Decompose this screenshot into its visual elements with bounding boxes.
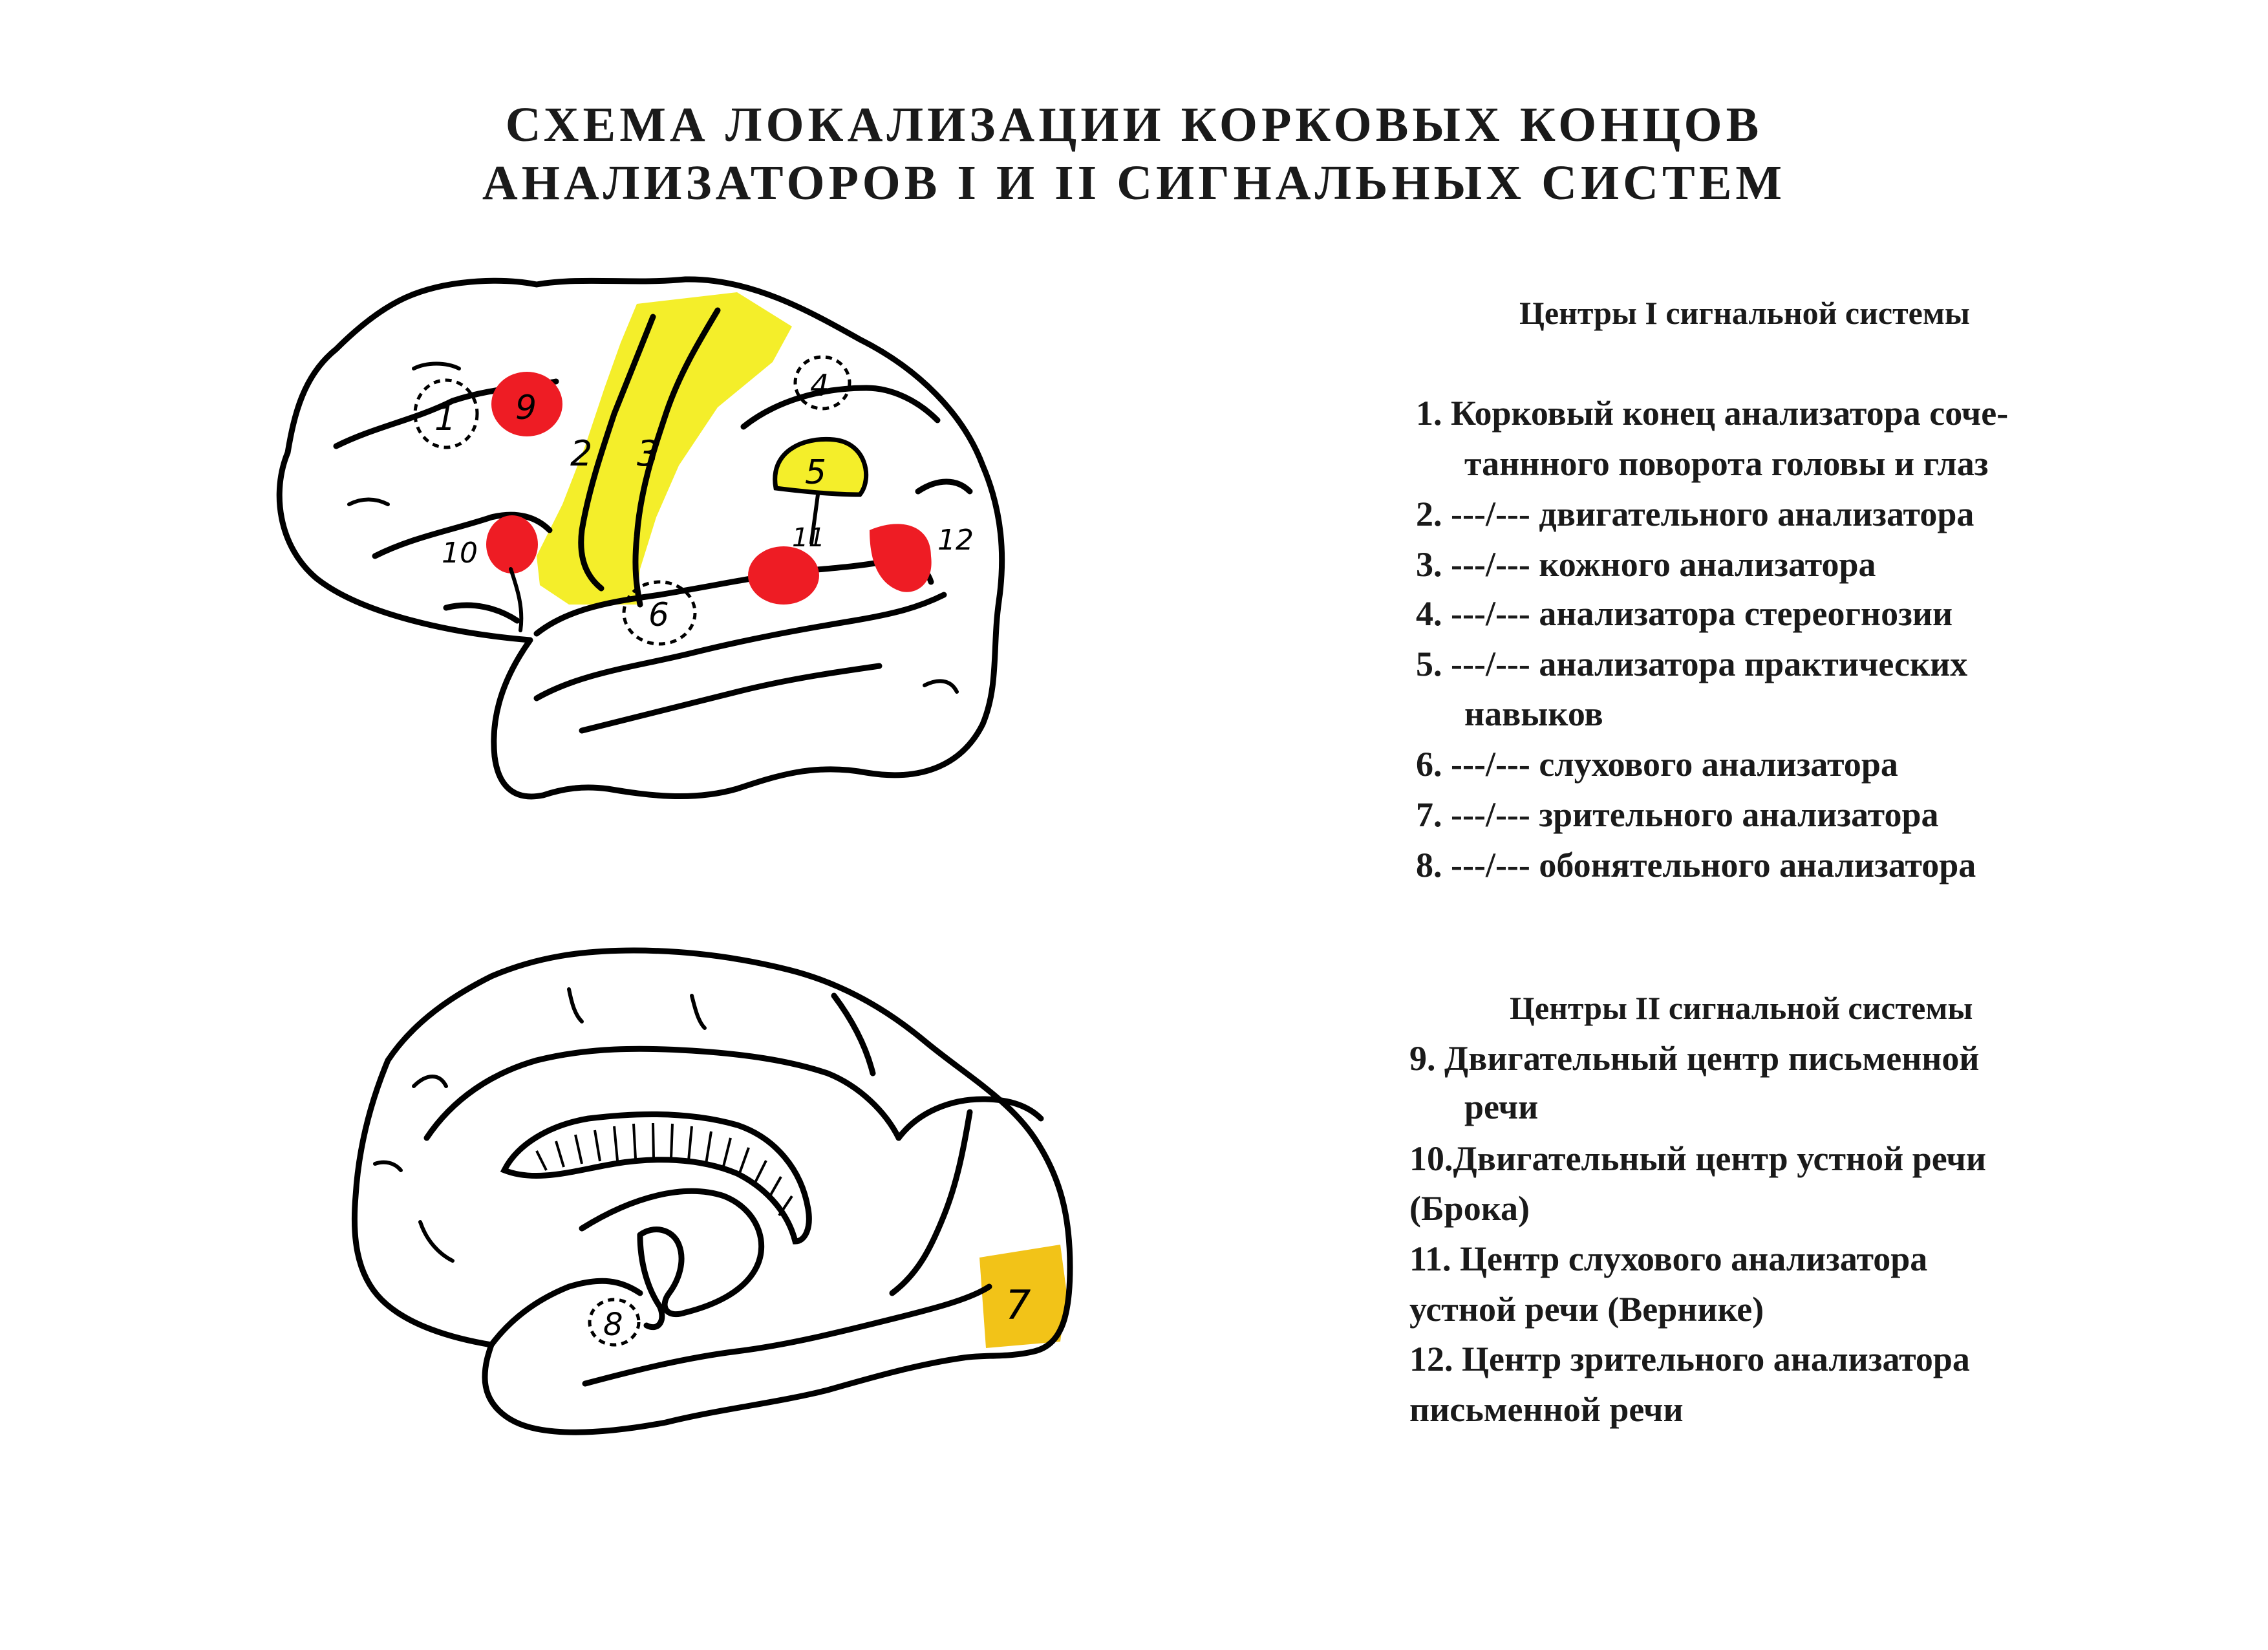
second-system-item-11-cont: устной речи (Вернике) <box>1409 1290 1764 1329</box>
zone-12 <box>870 524 932 592</box>
zone-10 <box>486 515 538 573</box>
zone-5-stem <box>809 493 820 545</box>
temporal-sulcus-1 <box>533 592 947 702</box>
label-2: 2 <box>570 433 592 474</box>
label-1: 1 <box>434 400 456 438</box>
zone-2-3-band <box>537 292 792 605</box>
medial-temporal-sulcus <box>582 1283 992 1387</box>
occipital-sulcus <box>915 478 973 495</box>
medial-frontal-sulcus <box>412 1075 448 1088</box>
zone-11 <box>748 546 819 605</box>
temporal-small-sulcus <box>923 679 959 694</box>
medial-brain: 7 8 <box>351 947 1073 1435</box>
label-11: 11 <box>792 523 825 553</box>
temporal-sulcus-2 <box>579 663 883 734</box>
label-6: 6 <box>648 596 669 634</box>
label-5: 5 <box>805 453 826 492</box>
first-system-item-4: 4. ---/--- анализатора стереогнозии <box>1416 594 1953 633</box>
label-3: 3 <box>637 433 659 474</box>
zone-9 <box>491 372 562 436</box>
second-system-item-12: 12. Центр зрительного анализатора <box>1409 1340 1970 1378</box>
medial-sulcus-small <box>418 1220 455 1263</box>
label-10: 10 <box>442 537 478 570</box>
cingulate-sulcus <box>423 1045 902 1141</box>
second-system-item-12-cont: письменной речи <box>1409 1390 1684 1429</box>
first-system-item-8: 8. ---/--- обонятельного анализатора <box>1416 846 1976 884</box>
zone-4 <box>793 355 851 411</box>
second-system-item-9-cont: речи <box>1464 1088 1539 1126</box>
thalamus <box>637 1232 665 1331</box>
label-9: 9 <box>515 389 537 427</box>
first-system-item-5: 5. ---/--- анализатора практических <box>1416 645 1968 683</box>
zone-5 <box>773 436 869 497</box>
medial-paracentral <box>567 987 584 1023</box>
zone-1 <box>413 378 479 449</box>
medial-brain-outline <box>351 947 1073 1435</box>
corpus-callosum-hatching <box>535 1122 793 1217</box>
first-system-heading: Центры I сигнальной системы <box>1519 295 1970 331</box>
zone-10-stem <box>509 567 524 632</box>
frontal-sulcus-4 <box>347 497 390 506</box>
first-system-item-1: 1. Корковый конец анализатора соче- <box>1416 394 2009 433</box>
first-system-item-2: 2. ---/--- двигательного анализатора <box>1416 495 1974 533</box>
lateral-brain-outline <box>276 276 1005 800</box>
zone-6 <box>622 580 697 646</box>
lateral-brain: 1 9 2 3 4 5 10 6 11 12 <box>276 276 1005 800</box>
second-system-item-10: 10.Двигательный центр устной речи <box>1409 1139 1986 1178</box>
first-system-item-6: 6. ---/--- слухового анализатора <box>1416 745 1898 784</box>
first-system-item-3: 3. ---/--- кожного анализатора <box>1416 545 1876 584</box>
precentral-sulcus <box>578 314 656 592</box>
occipital-line <box>831 992 876 1077</box>
label-7: 7 <box>1005 1281 1031 1329</box>
second-system-item-11: 11. Центр слухового анализатора <box>1409 1239 1928 1278</box>
corpus-callosum <box>500 1111 812 1245</box>
title-line-1: СХЕМА ЛОКАЛИЗАЦИИ КОРКОВЫХ КОНЦОВ <box>505 98 1763 152</box>
second-system-item-9: 9. Двигательный центр письменной <box>1409 1039 1980 1078</box>
label-12: 12 <box>937 524 974 557</box>
first-system-item-5-cont: навыков <box>1464 694 1603 733</box>
zone-7 <box>979 1245 1067 1348</box>
fornix <box>579 1188 765 1318</box>
parieto-occipital-sulcus <box>895 1096 1044 1141</box>
medial-frontal-sulcus-2 <box>373 1160 403 1172</box>
zone-8 <box>588 1298 641 1347</box>
label-4: 4 <box>810 368 829 403</box>
frontal-sulcus-2 <box>372 511 553 559</box>
second-system-item-10-cont: (Брока) <box>1409 1189 1530 1228</box>
title-line-2: АНАЛИЗАТОРОВ I И II СИГНАЛЬНЫХ СИСТЕМ <box>482 156 1786 210</box>
frontal-sulcus-3 <box>443 602 520 624</box>
central-sulcus <box>632 307 721 608</box>
label-8: 8 <box>603 1307 623 1343</box>
frontal-sulcus-5 <box>412 361 461 370</box>
calcarine-sulcus <box>889 1109 973 1296</box>
medial-temporal-border <box>488 1278 643 1348</box>
first-system-item-1-cont: таннного поворота головы и глаз <box>1464 444 1989 483</box>
first-system-item-7: 7. ---/--- зрительного анализатора <box>1416 795 1939 834</box>
medial-paracentral-2 <box>690 994 707 1030</box>
intraparietal-sulcus <box>740 385 941 430</box>
second-system-heading: Центры II сигнальной системы <box>1510 990 1973 1026</box>
